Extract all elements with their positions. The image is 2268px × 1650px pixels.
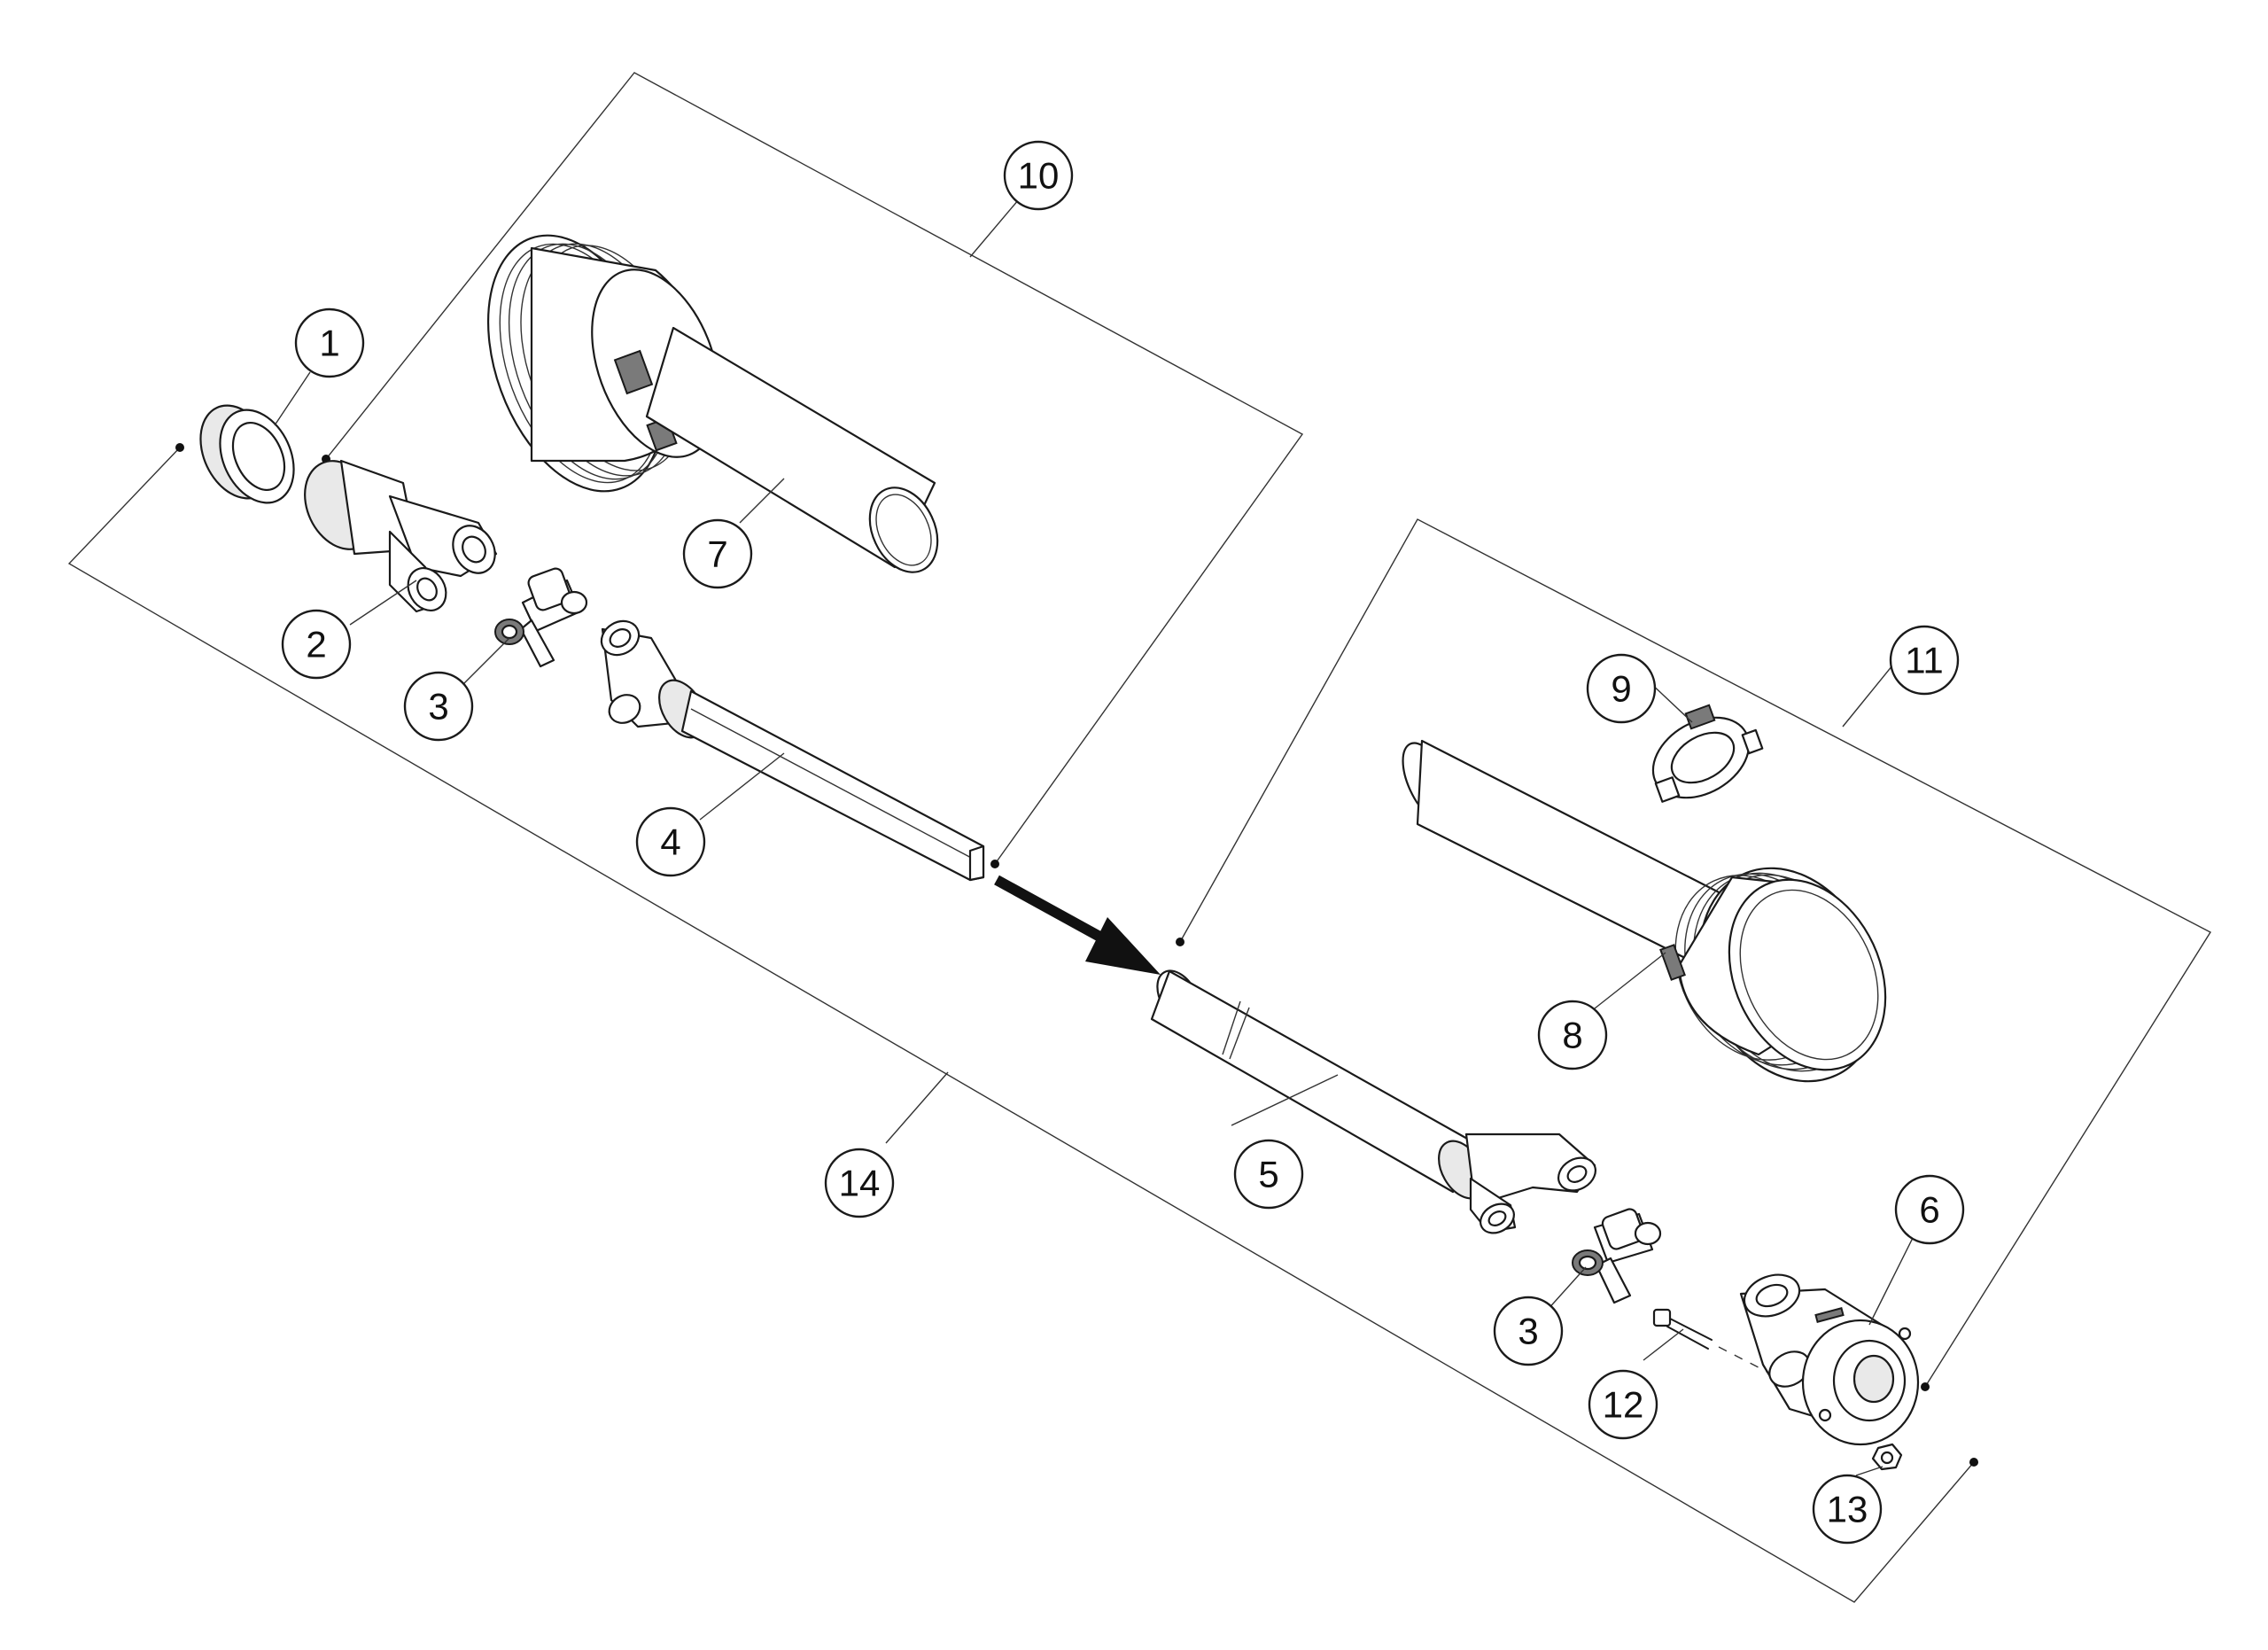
callout-5: 5 — [1233, 1139, 1304, 1210]
direction-arrow — [994, 875, 1161, 975]
svg-text:9: 9 — [1611, 668, 1631, 710]
callout-1: 1 — [294, 307, 365, 378]
svg-text:4: 4 — [660, 821, 680, 863]
callout-14: 14 — [824, 1148, 895, 1218]
callout-9: 9 — [1586, 653, 1657, 724]
part-outer-guard-cone — [486, 234, 939, 573]
svg-text:11: 11 — [1905, 640, 1944, 681]
part-cross-joint-b — [1572, 1208, 1662, 1304]
callout-10: 10 — [1003, 140, 1074, 211]
group-11-end-dot — [1921, 1382, 1930, 1391]
callout-8: 8 — [1537, 1000, 1608, 1070]
part-hub-yoke — [1739, 1273, 1920, 1446]
svg-text:7: 7 — [707, 533, 727, 575]
svg-text:8: 8 — [1562, 1015, 1582, 1056]
part-splined-yoke — [304, 459, 498, 613]
svg-text:10: 10 — [1018, 155, 1060, 197]
svg-text:12: 12 — [1603, 1384, 1644, 1426]
svg-text:13: 13 — [1827, 1489, 1868, 1530]
part-cross-joint-a — [494, 567, 588, 668]
group-10-end-dot — [990, 860, 999, 868]
svg-text:5: 5 — [1258, 1154, 1278, 1195]
part-collar-ring — [199, 404, 295, 504]
callout-12: 12 — [1588, 1369, 1658, 1440]
callout-11: 11 — [1889, 625, 1960, 696]
part-nut — [1871, 1443, 1903, 1471]
svg-text:14: 14 — [839, 1163, 881, 1204]
svg-text:3: 3 — [1518, 1311, 1538, 1352]
callout-3b: 3 — [1493, 1296, 1564, 1366]
svg-text:2: 2 — [306, 624, 326, 665]
svg-text:6: 6 — [1919, 1189, 1939, 1231]
group-outline-11 — [1179, 518, 2211, 1388]
group-outline-10 — [325, 72, 1304, 865]
group-14-start-dot — [175, 443, 184, 452]
part-inner-yoke-shaft — [600, 619, 985, 882]
callout-3a: 3 — [403, 671, 474, 742]
group-outline-14 — [67, 447, 1975, 1603]
svg-text:3: 3 — [428, 686, 448, 728]
group-11-start-dot — [1176, 938, 1184, 946]
part-outer-yoke-tube — [1150, 969, 1596, 1234]
svg-text:1: 1 — [319, 323, 339, 364]
callout-7: 7 — [682, 518, 753, 589]
part-retaining-ring — [1651, 704, 1764, 803]
callout-4: 4 — [635, 806, 706, 877]
callout-6: 6 — [1894, 1174, 1965, 1245]
part-inner-guard-cone — [1402, 739, 1887, 1083]
callout-13: 13 — [1812, 1474, 1883, 1545]
group-14-end-dot — [1969, 1458, 1978, 1467]
callout-2: 2 — [281, 609, 352, 680]
